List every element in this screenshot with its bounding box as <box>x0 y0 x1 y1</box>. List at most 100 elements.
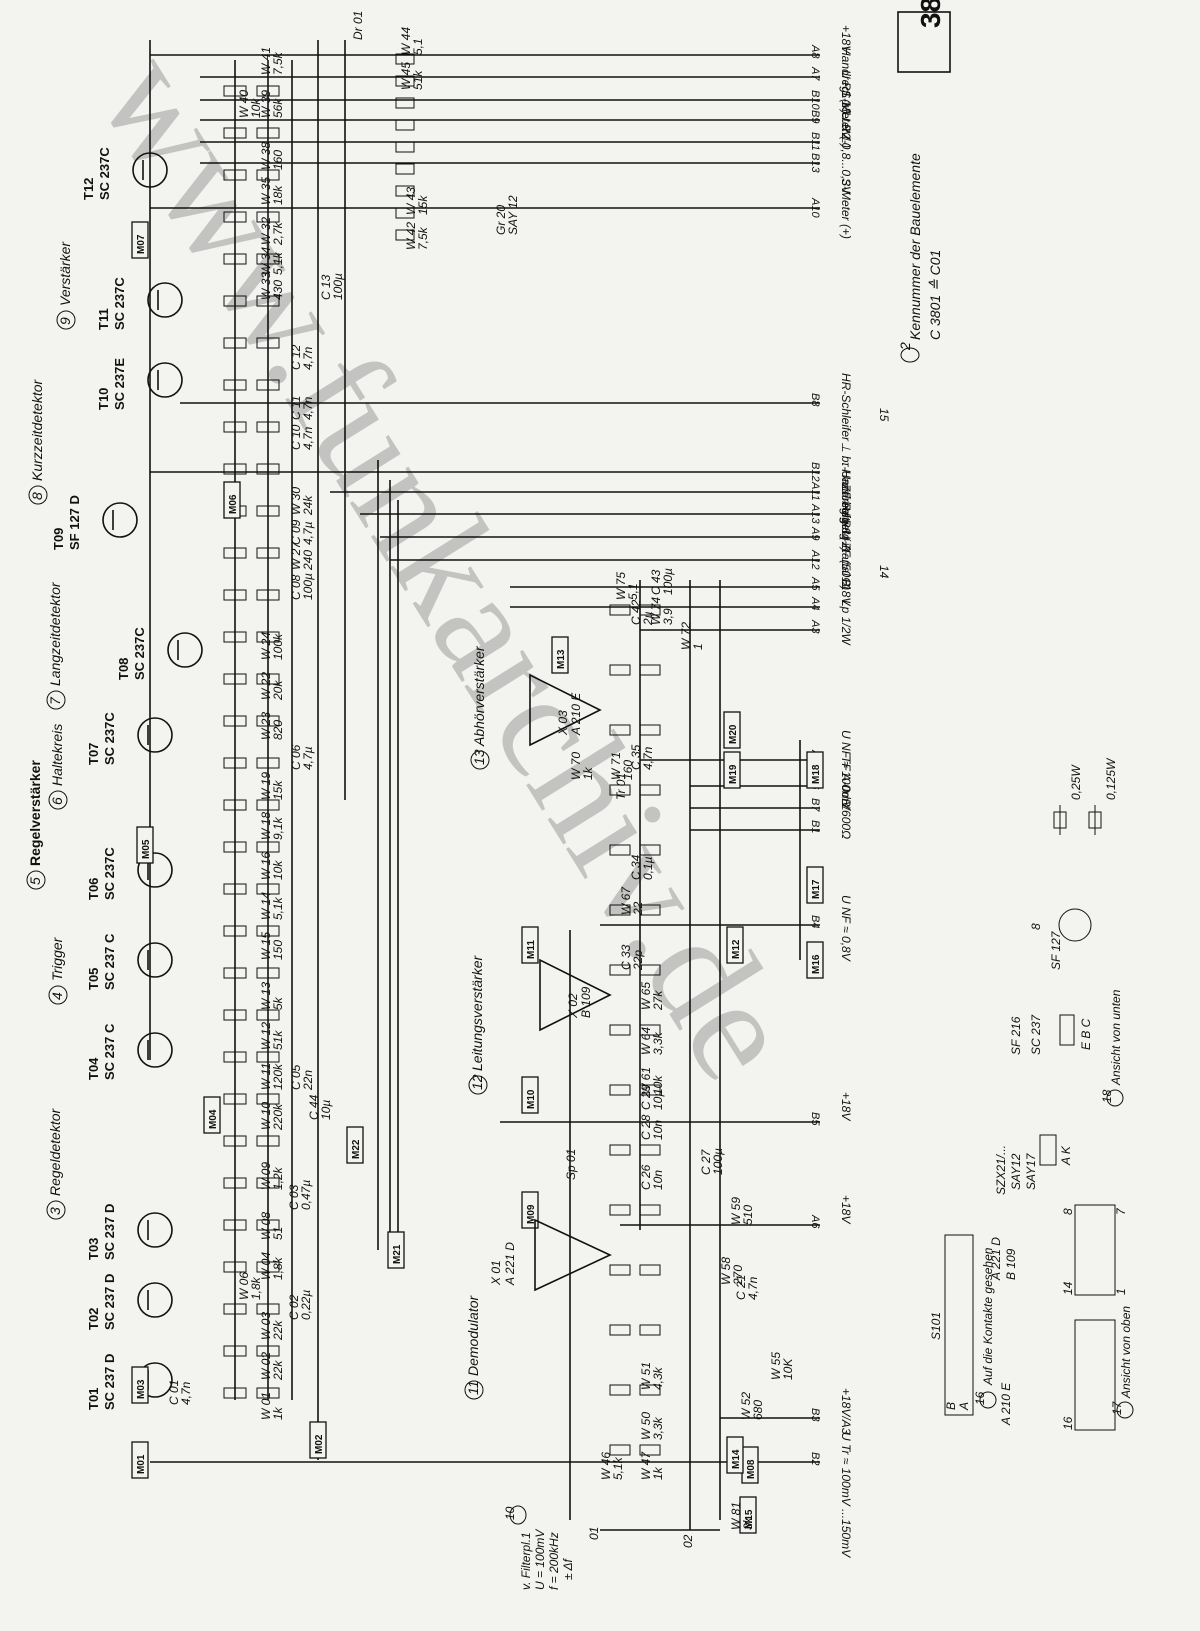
component-value: 0,1µ <box>641 856 655 880</box>
transistor-id: T11 <box>96 308 111 330</box>
measure-point-label: M14 <box>731 1449 742 1469</box>
component-ref: C 42 <box>629 599 643 625</box>
measure-point-label: M06 <box>228 494 239 514</box>
measure-point-label: M19 <box>728 764 739 784</box>
component-ref: C 28 <box>639 1114 653 1140</box>
transistor-type: SC 237 D <box>102 1274 117 1330</box>
measure-point-m15: M15 <box>739 1496 757 1534</box>
pin-label: B3 <box>809 1408 821 1422</box>
component-value: 5,1k <box>271 251 285 275</box>
component-ref: W 75 <box>614 572 628 600</box>
connector-pin-a5: A5⊥ <box>809 557 853 591</box>
component-value: 10n <box>651 1120 665 1140</box>
component-c12: C 124,7n <box>289 344 315 370</box>
component-value: 150 <box>271 940 285 960</box>
connector-pin-b3: B3+18V/A3 <box>809 1388 853 1435</box>
component-value: 10µ <box>319 1100 333 1120</box>
pin-label: A5 <box>809 576 821 591</box>
measure-point-label: M16 <box>811 954 822 974</box>
component-ref: W 01 <box>259 1392 273 1420</box>
component-ref: W 72 <box>679 622 693 650</box>
transistor-type: SC 237 C <box>102 1023 117 1080</box>
component-value: 5,1k <box>611 1456 625 1480</box>
watermark: www.funkarchiv.de <box>67 25 829 1107</box>
component-w34: W 345,1k <box>259 247 285 275</box>
pin-description: +18V <box>839 1195 853 1224</box>
component-w72: W 721 <box>679 622 705 650</box>
component-value: 510 <box>741 1205 755 1225</box>
component-c02: C 020,22µ <box>287 1290 313 1320</box>
component-ref: W 16 <box>259 852 273 880</box>
measure-point-label: M09 <box>526 1204 537 1224</box>
component-value: 10k <box>651 1075 665 1095</box>
component-ref: C 05 <box>289 1064 303 1090</box>
component-c01: C 014,7n <box>167 1380 193 1405</box>
component-value: 10k <box>249 98 263 118</box>
components-drawing <box>223 53 661 1456</box>
component-value: 4,7n <box>301 426 315 450</box>
component-ref: C 10 <box>289 424 303 450</box>
measure-point-label: M21 <box>392 1244 403 1264</box>
measure-point-label: M18 <box>811 764 822 784</box>
component-ref: W 08 <box>259 1212 273 1240</box>
measure-point-m17: M17 <box>806 866 824 904</box>
transistor-type: SC 237C <box>112 277 127 330</box>
section-title: Demodulator <box>465 1295 481 1376</box>
component-ref: W 45 <box>399 62 413 90</box>
connector-pin-b12: B12⊥ b. Handregig. <box>809 442 853 528</box>
pin-label: B8 <box>809 393 821 407</box>
measure-point-m10: M10 <box>521 1076 539 1114</box>
section-number: 12 <box>469 1074 485 1090</box>
measure-point-m13: M13 <box>551 636 569 674</box>
component-ref: W 40 <box>237 90 251 118</box>
measure-point-m02: M02 <box>309 1421 327 1459</box>
component-value: 20k <box>271 680 285 701</box>
component-value: 0,22µ <box>299 1290 313 1320</box>
pin-note-14: 14 <box>877 565 891 579</box>
pin-label: A13 <box>809 503 821 524</box>
measure-point-m21: M21 <box>387 1231 405 1269</box>
measure-point-label: M12 <box>731 939 742 959</box>
measure-point-label: M10 <box>526 1089 537 1109</box>
component-value: 51 <box>271 1227 285 1240</box>
component-value: 2,7k <box>271 221 285 246</box>
component-value: 4,7n <box>301 396 315 420</box>
component-ref: W 04 <box>259 1252 273 1280</box>
component-value: 270 <box>731 1265 745 1286</box>
pin-label: A9 <box>809 526 821 540</box>
component-value: 15k <box>416 195 430 215</box>
measure-point-label: M02 <box>314 1434 325 1454</box>
pin-label: B10 <box>809 90 821 110</box>
transistor-id: T01 <box>86 1388 101 1410</box>
component-ref: W 39 <box>259 90 273 118</box>
component-value: 22 <box>631 901 645 916</box>
pin-label: B2 <box>809 1452 821 1465</box>
component-ref: W 30 <box>289 487 303 515</box>
component-ref: W 67 <box>619 886 633 915</box>
pin-label: A11 <box>809 481 821 501</box>
component-ref: W 58 <box>719 1257 733 1285</box>
component-c34: C 340,1µ <box>629 854 655 880</box>
component-ref: W 12 <box>259 1022 273 1050</box>
component-ref: W 50 <box>639 1412 653 1440</box>
pin-label: A10 <box>809 197 821 218</box>
